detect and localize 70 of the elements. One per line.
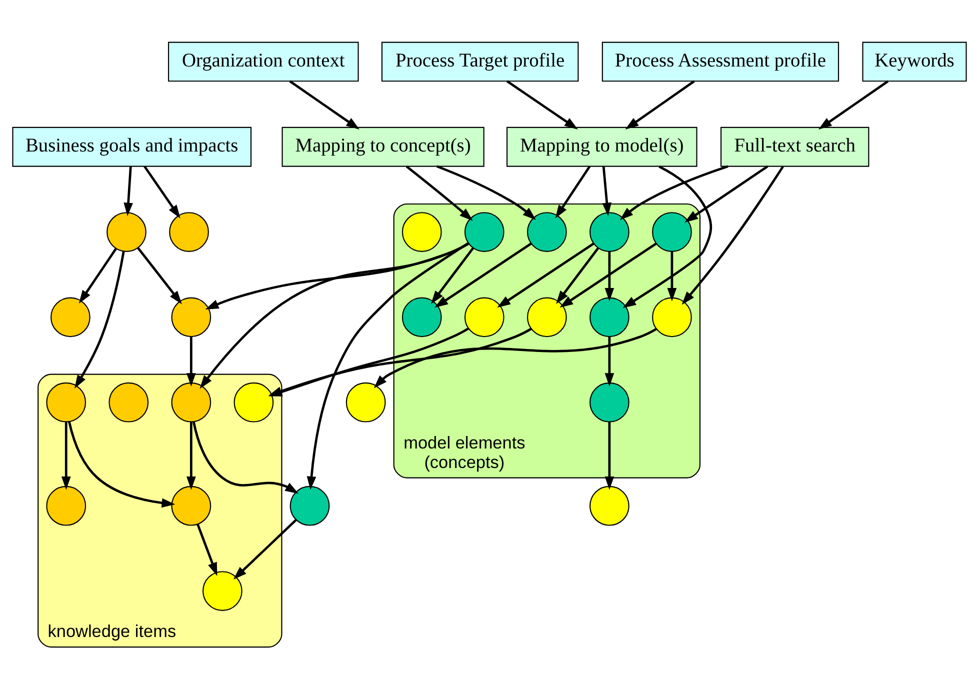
arrow [560, 242, 657, 308]
arrow [205, 242, 470, 309]
node-circle [169, 212, 209, 252]
arrow [555, 165, 591, 218]
arrow [137, 246, 182, 304]
arrow [196, 524, 218, 576]
arrow [306, 242, 469, 490]
node-circle [589, 296, 630, 337]
arrow [667, 251, 677, 301]
arrow [68, 420, 176, 508]
node-box: Organization context [168, 41, 359, 82]
node-circle [589, 485, 630, 526]
node-circle [171, 296, 212, 337]
arrow [602, 166, 612, 216]
arrow [233, 518, 297, 580]
node-circle [46, 382, 86, 422]
node-circle [652, 296, 692, 337]
arrow [604, 336, 614, 386]
node-circle [652, 212, 692, 252]
node-circle [526, 212, 567, 252]
node-circle [589, 382, 630, 422]
arrow [192, 421, 298, 494]
arrow [625, 80, 695, 129]
node-box: Full-text search [720, 126, 870, 166]
node-circle [106, 212, 146, 252]
node-box: Business goals and impacts [12, 126, 252, 166]
node-box: Mapping to concept(s) [282, 126, 484, 166]
arrow [74, 250, 125, 388]
node-circle [202, 570, 242, 610]
node-circle [108, 382, 149, 422]
node-circle [50, 296, 90, 337]
arrow [604, 251, 614, 301]
arrow [200, 242, 470, 388]
node-circle [589, 212, 630, 252]
arrow [622, 164, 712, 308]
node-circle [234, 382, 274, 422]
arrow [186, 422, 196, 490]
arrow [406, 165, 473, 220]
arrow [61, 422, 71, 490]
node-circle [464, 296, 504, 337]
arrow [434, 242, 532, 308]
arrow [684, 164, 768, 222]
node-circle [402, 296, 442, 337]
arrow [374, 328, 657, 388]
arrow [620, 164, 728, 220]
node-circle [402, 212, 442, 252]
node-circle [526, 296, 567, 337]
node-circle [46, 485, 86, 526]
arrow [144, 165, 180, 218]
arrow [431, 246, 474, 304]
arrow [436, 164, 536, 220]
arrow [78, 248, 117, 304]
arrow [818, 80, 889, 129]
arrow [124, 166, 133, 216]
node-circle [290, 485, 330, 526]
node-box: Keywords [862, 41, 967, 82]
arrow [506, 80, 578, 129]
node-box: Process Target profile [381, 41, 579, 82]
arrow [556, 246, 600, 304]
node-circle [171, 485, 212, 526]
arrow [497, 242, 594, 308]
node-circle [171, 382, 212, 422]
arrow [289, 80, 360, 129]
node-circle [464, 212, 504, 252]
arrow [186, 336, 196, 386]
arrow [682, 165, 784, 304]
arrow [604, 422, 614, 490]
node-box: Process Assessment profile [602, 41, 840, 82]
node-circle [346, 382, 386, 422]
node-box: Mapping to model(s) [506, 126, 698, 166]
